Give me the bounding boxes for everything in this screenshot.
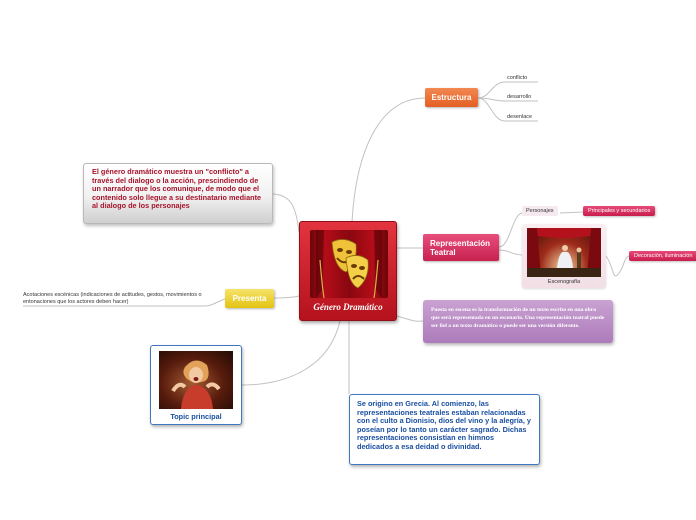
leaf-conflicto[interactable]: conflicto <box>507 75 528 81</box>
connector-estructura-leaf3 <box>477 97 538 122</box>
estructura-node[interactable]: Estructura <box>425 88 478 107</box>
connector-puesta <box>396 315 424 322</box>
connector-estructura <box>351 97 426 223</box>
escenografia-image <box>527 228 601 277</box>
puesta-en-escena-note[interactable]: Puesta en escena es la transformación de… <box>423 300 613 343</box>
presenta-label: Presenta <box>232 294 267 303</box>
connector-presenta-leaf <box>23 298 226 307</box>
connector-escenografia <box>498 249 523 256</box>
connector-definicion <box>272 193 300 233</box>
estructura-label: Estructura <box>431 93 472 102</box>
connector-presenta <box>273 295 300 299</box>
connector-estructura-leaf2 <box>477 97 538 102</box>
central-topic[interactable]: Género Dramático <box>299 221 397 321</box>
connector-principales <box>559 211 584 214</box>
connector-topic <box>241 320 341 386</box>
theater-stage-image <box>310 230 388 298</box>
connector-decoracion <box>605 255 630 277</box>
escenografia-node[interactable]: Escenografía <box>522 224 606 288</box>
topic-principal-image <box>159 351 233 409</box>
representacion-node[interactable]: Representación Teatral <box>423 234 499 261</box>
leaf-principales-secundarios[interactable]: Principales y secundarios <box>583 206 656 216</box>
leaf-desenlace[interactable]: desenlace <box>507 114 533 120</box>
connector-personajes <box>498 212 523 248</box>
presenta-node[interactable]: Presenta <box>225 289 274 308</box>
connector-estructura-leaf1 <box>477 81 538 99</box>
leaf-acotaciones-escenicas[interactable]: Acotaciones escénicas (indicaciones de a… <box>23 292 202 305</box>
leaf-decoracion-iluminacion[interactable]: Decoración, iluminación <box>629 251 696 261</box>
leaf-personajes[interactable]: Personajes <box>522 206 558 216</box>
definicion-note[interactable]: El género dramático muestra un "conflict… <box>83 163 273 224</box>
theater-masks-icon <box>316 230 382 298</box>
escenografia-label: Escenografía <box>547 279 581 285</box>
topic-principal-label: Topic principal <box>170 412 222 421</box>
topic-principal-node[interactable]: Topic principal <box>150 345 242 425</box>
leaf-desarrollo[interactable]: desarrollo <box>507 94 532 100</box>
origen-note[interactable]: Se origino en Grecia. Al comienzo, las r… <box>349 394 540 465</box>
representacion-label: Representación Teatral <box>430 238 491 257</box>
central-topic-label: Género Dramático <box>313 302 383 312</box>
